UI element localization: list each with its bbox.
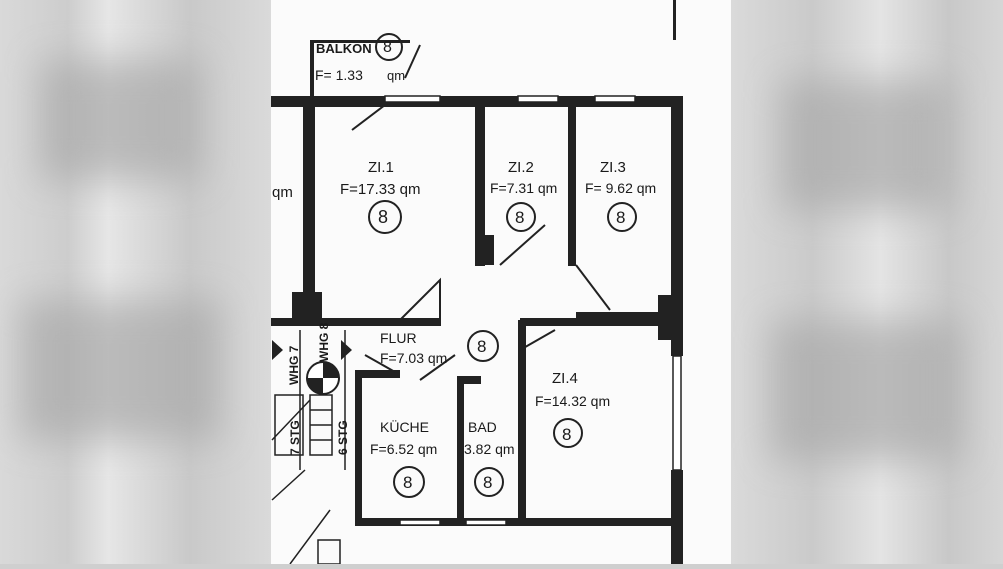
- flur-mark: 8: [477, 337, 486, 356]
- flur-label: FLUR: [380, 330, 417, 346]
- windows: [384, 95, 682, 526]
- kueche-area: F=6.52 qm: [370, 441, 437, 457]
- blurred-background-left: [0, 0, 271, 564]
- zi3-area: F= 9.62 qm: [585, 180, 656, 196]
- zi1-area: F=17.33 qm: [340, 181, 420, 198]
- staircase: WHG 7 WHG 8 7 STG 6 STG: [271, 322, 352, 565]
- partial-room-area: qm: [272, 184, 293, 201]
- bad-area: 3.82 qm: [464, 441, 515, 457]
- balkon-unit: qm: [387, 68, 405, 83]
- floor-plan-drawing: BALKON F= 1.33 qm 8 qm ZI.1 F=17.33 qm 8…: [271, 0, 683, 565]
- whg7-label: WHG 7: [287, 345, 301, 385]
- zi3-label: ZI.3: [600, 159, 626, 176]
- stairs-steps-right: 6 STG: [336, 420, 350, 455]
- bad-label: BAD: [468, 419, 497, 435]
- zi4-mark: 8: [562, 425, 571, 444]
- zi4-label: ZI.4: [552, 370, 578, 387]
- whg8-label: WHG 8: [317, 322, 331, 362]
- zi1-mark: 8: [378, 207, 388, 227]
- flur-area: F=7.03 qm: [380, 350, 447, 366]
- zi1-label: ZI.1: [368, 159, 394, 176]
- balkon-area: F= 1.33: [315, 67, 363, 83]
- zi2-label: ZI.2: [508, 159, 534, 176]
- kueche-label: KÜCHE: [380, 418, 429, 435]
- zi3-mark: 8: [616, 208, 625, 227]
- kueche-mark: 8: [403, 473, 412, 492]
- zi4-area: F=14.32 qm: [535, 393, 610, 409]
- zi2-mark: 8: [515, 208, 524, 227]
- balkon-mark: 8: [383, 39, 392, 56]
- stairs-steps-left: 7 STG: [288, 420, 302, 455]
- walls: [271, 0, 683, 564]
- balkon-label: BALKON: [316, 41, 372, 56]
- zi2-area: F=7.31 qm: [490, 180, 557, 196]
- bad-mark: 8: [483, 473, 492, 492]
- floor-plan: BALKON F= 1.33 qm 8 qm ZI.1 F=17.33 qm 8…: [271, 0, 731, 565]
- door-swings: [351, 44, 611, 381]
- blurred-background-right: [731, 0, 1003, 564]
